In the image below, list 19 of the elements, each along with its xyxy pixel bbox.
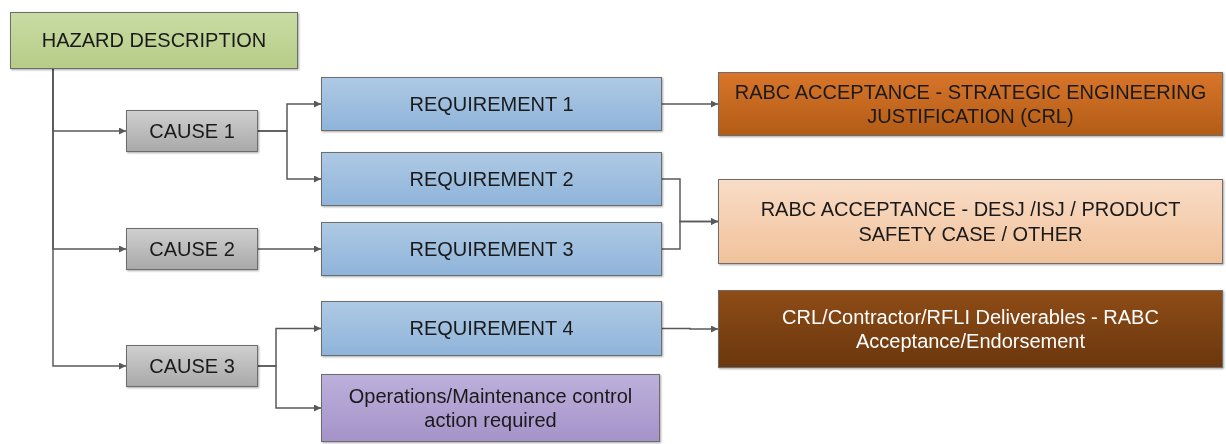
arrow [661,100,719,108]
arrow [52,68,127,370]
cause-box: CAUSE 3 [126,345,258,387]
arrow [257,245,322,253]
acceptance-box: RABC ACCEPTANCE - STRATEGIC ENGINEERING JUSTIFICATION (CRL) [718,72,1223,136]
cause-box: CAUSE 1 [126,110,258,152]
requirement-box: REQUIREMENT 2 [321,152,662,206]
acceptance-box: RABC ACCEPTANCE - DESJ /ISJ / PRODUCT SAFETY CASE / OTHER [718,179,1223,264]
cause-box: CAUSE 2 [126,228,258,270]
arrow [257,365,322,412]
arrow [661,218,719,250]
arrow [257,130,322,183]
deliverables-box: CRL/Contractor/RFLI Deliverables - RABC Acceptance/Endorsement [718,290,1223,368]
arrow [661,325,719,333]
requirement-box: REQUIREMENT 1 [321,77,662,131]
hazard-box: HAZARD DESCRIPTION [10,12,298,69]
requirement-box: REQUIREMENT 4 [321,301,662,356]
requirement-box: REQUIREMENT 3 [321,222,662,276]
action-box: Operations/Maintenance control action required [321,374,660,442]
